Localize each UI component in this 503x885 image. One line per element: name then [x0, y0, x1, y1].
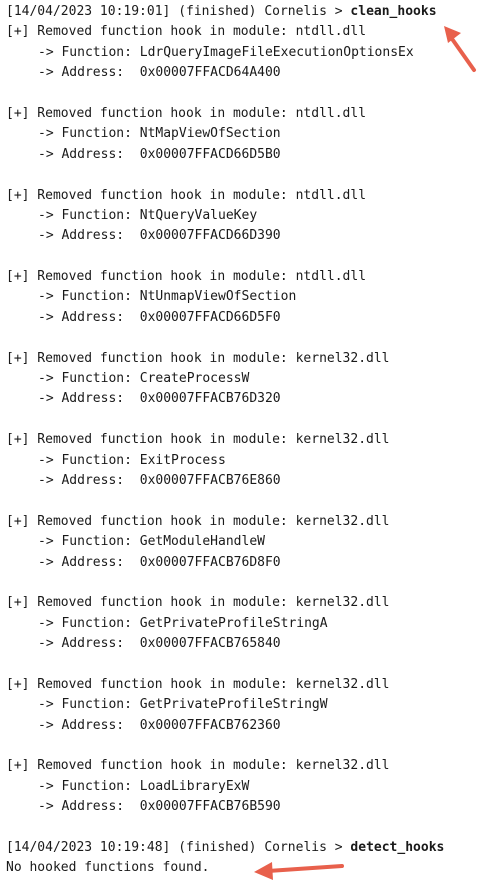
hook-header: [+] Removed function hook in module: ker… — [6, 513, 390, 529]
prompt-line-clean-hooks: [14/04/2023 10:19:01] (finished) Corneli… — [6, 2, 498, 22]
annotation-arrow-icon — [444, 26, 476, 72]
prompt-timestamp: [14/04/2023 10:19:48] — [6, 840, 171, 856]
hook-function: -> Function: CreateProcessW — [38, 371, 250, 387]
prompt-status: (finished) — [178, 840, 257, 856]
hook-function: -> Function: GetModuleHandleW — [38, 534, 265, 550]
blank-line — [6, 328, 498, 348]
prompt-line-detect-hooks: [14/04/2023 10:19:48] (finished) Corneli… — [6, 838, 498, 858]
hook-address: -> Address: 0x00007FFACD66D5F0 — [38, 309, 281, 325]
blank-line — [6, 573, 498, 593]
annotation-arrow-icon — [254, 862, 344, 880]
prompt-user: Cornelis > — [264, 840, 343, 856]
hook-list: [+] Removed function hook in module: ntd… — [6, 22, 498, 838]
hook-function: -> Function: LdrQueryImageFileExecutionO… — [38, 44, 414, 60]
blank-line — [6, 818, 498, 838]
hook-header: [+] Removed function hook in module: ntd… — [6, 187, 367, 203]
blank-line — [6, 491, 498, 511]
prompt-status: (finished) — [178, 4, 257, 19]
prompt-timestamp: [14/04/2023 10:19:01] — [6, 4, 171, 19]
hook-header: [+] Removed function hook in module: ntd… — [6, 105, 367, 121]
prompt-user: Cornelis > — [264, 4, 343, 19]
blank-line — [6, 165, 498, 185]
hook-address: -> Address: 0x00007FFACD64A400 — [38, 65, 281, 81]
hook-function: -> Function: NtUnmapViewOfSection — [38, 289, 297, 305]
command-detect-hooks: detect_hooks — [350, 840, 445, 856]
hook-address: -> Address: 0x00007FFACB76E860 — [38, 472, 281, 488]
hook-address: -> Address: 0x00007FFACB76D320 — [38, 391, 281, 407]
hook-header: [+] Removed function hook in module: ker… — [6, 350, 390, 366]
hook-header: [+] Removed function hook in module: ntd… — [6, 269, 367, 285]
result-line: No hooked functions found. — [6, 860, 210, 876]
hook-header: [+] Removed function hook in module: ntd… — [6, 24, 367, 40]
hook-address: -> Address: 0x00007FFACB765840 — [38, 636, 281, 652]
hook-function: -> Function: LoadLibraryExW — [38, 778, 250, 794]
hook-header: [+] Removed function hook in module: ker… — [6, 432, 390, 448]
blank-line — [6, 84, 498, 104]
hook-function: -> Function: GetPrivateProfileStringA — [38, 615, 328, 631]
hook-function: -> Function: NtQueryValueKey — [38, 207, 258, 223]
terminal-output: [14/04/2023 10:19:01] (finished) Corneli… — [6, 2, 498, 879]
hook-header: [+] Removed function hook in module: ker… — [6, 595, 390, 611]
hook-address: -> Address: 0x00007FFACD66D5B0 — [38, 146, 281, 162]
blank-line — [6, 247, 498, 267]
hook-header: [+] Removed function hook in module: ker… — [6, 676, 390, 692]
hook-address: -> Address: 0x00007FFACB76B590 — [38, 799, 281, 815]
hook-function: -> Function: GetPrivateProfileStringW — [38, 697, 328, 713]
hook-address: -> Address: 0x00007FFACD66D390 — [38, 228, 281, 244]
hook-function: -> Function: ExitProcess — [38, 452, 226, 468]
hook-address: -> Address: 0x00007FFACB762360 — [38, 717, 281, 733]
blank-line — [6, 736, 498, 756]
hook-header: [+] Removed function hook in module: ker… — [6, 758, 390, 774]
blank-line — [6, 410, 498, 430]
hook-address: -> Address: 0x00007FFACB76D8F0 — [38, 554, 281, 570]
blank-line — [6, 655, 498, 675]
hook-function: -> Function: NtMapViewOfSection — [38, 126, 281, 142]
command-clean-hooks: clean_hooks — [350, 4, 437, 19]
